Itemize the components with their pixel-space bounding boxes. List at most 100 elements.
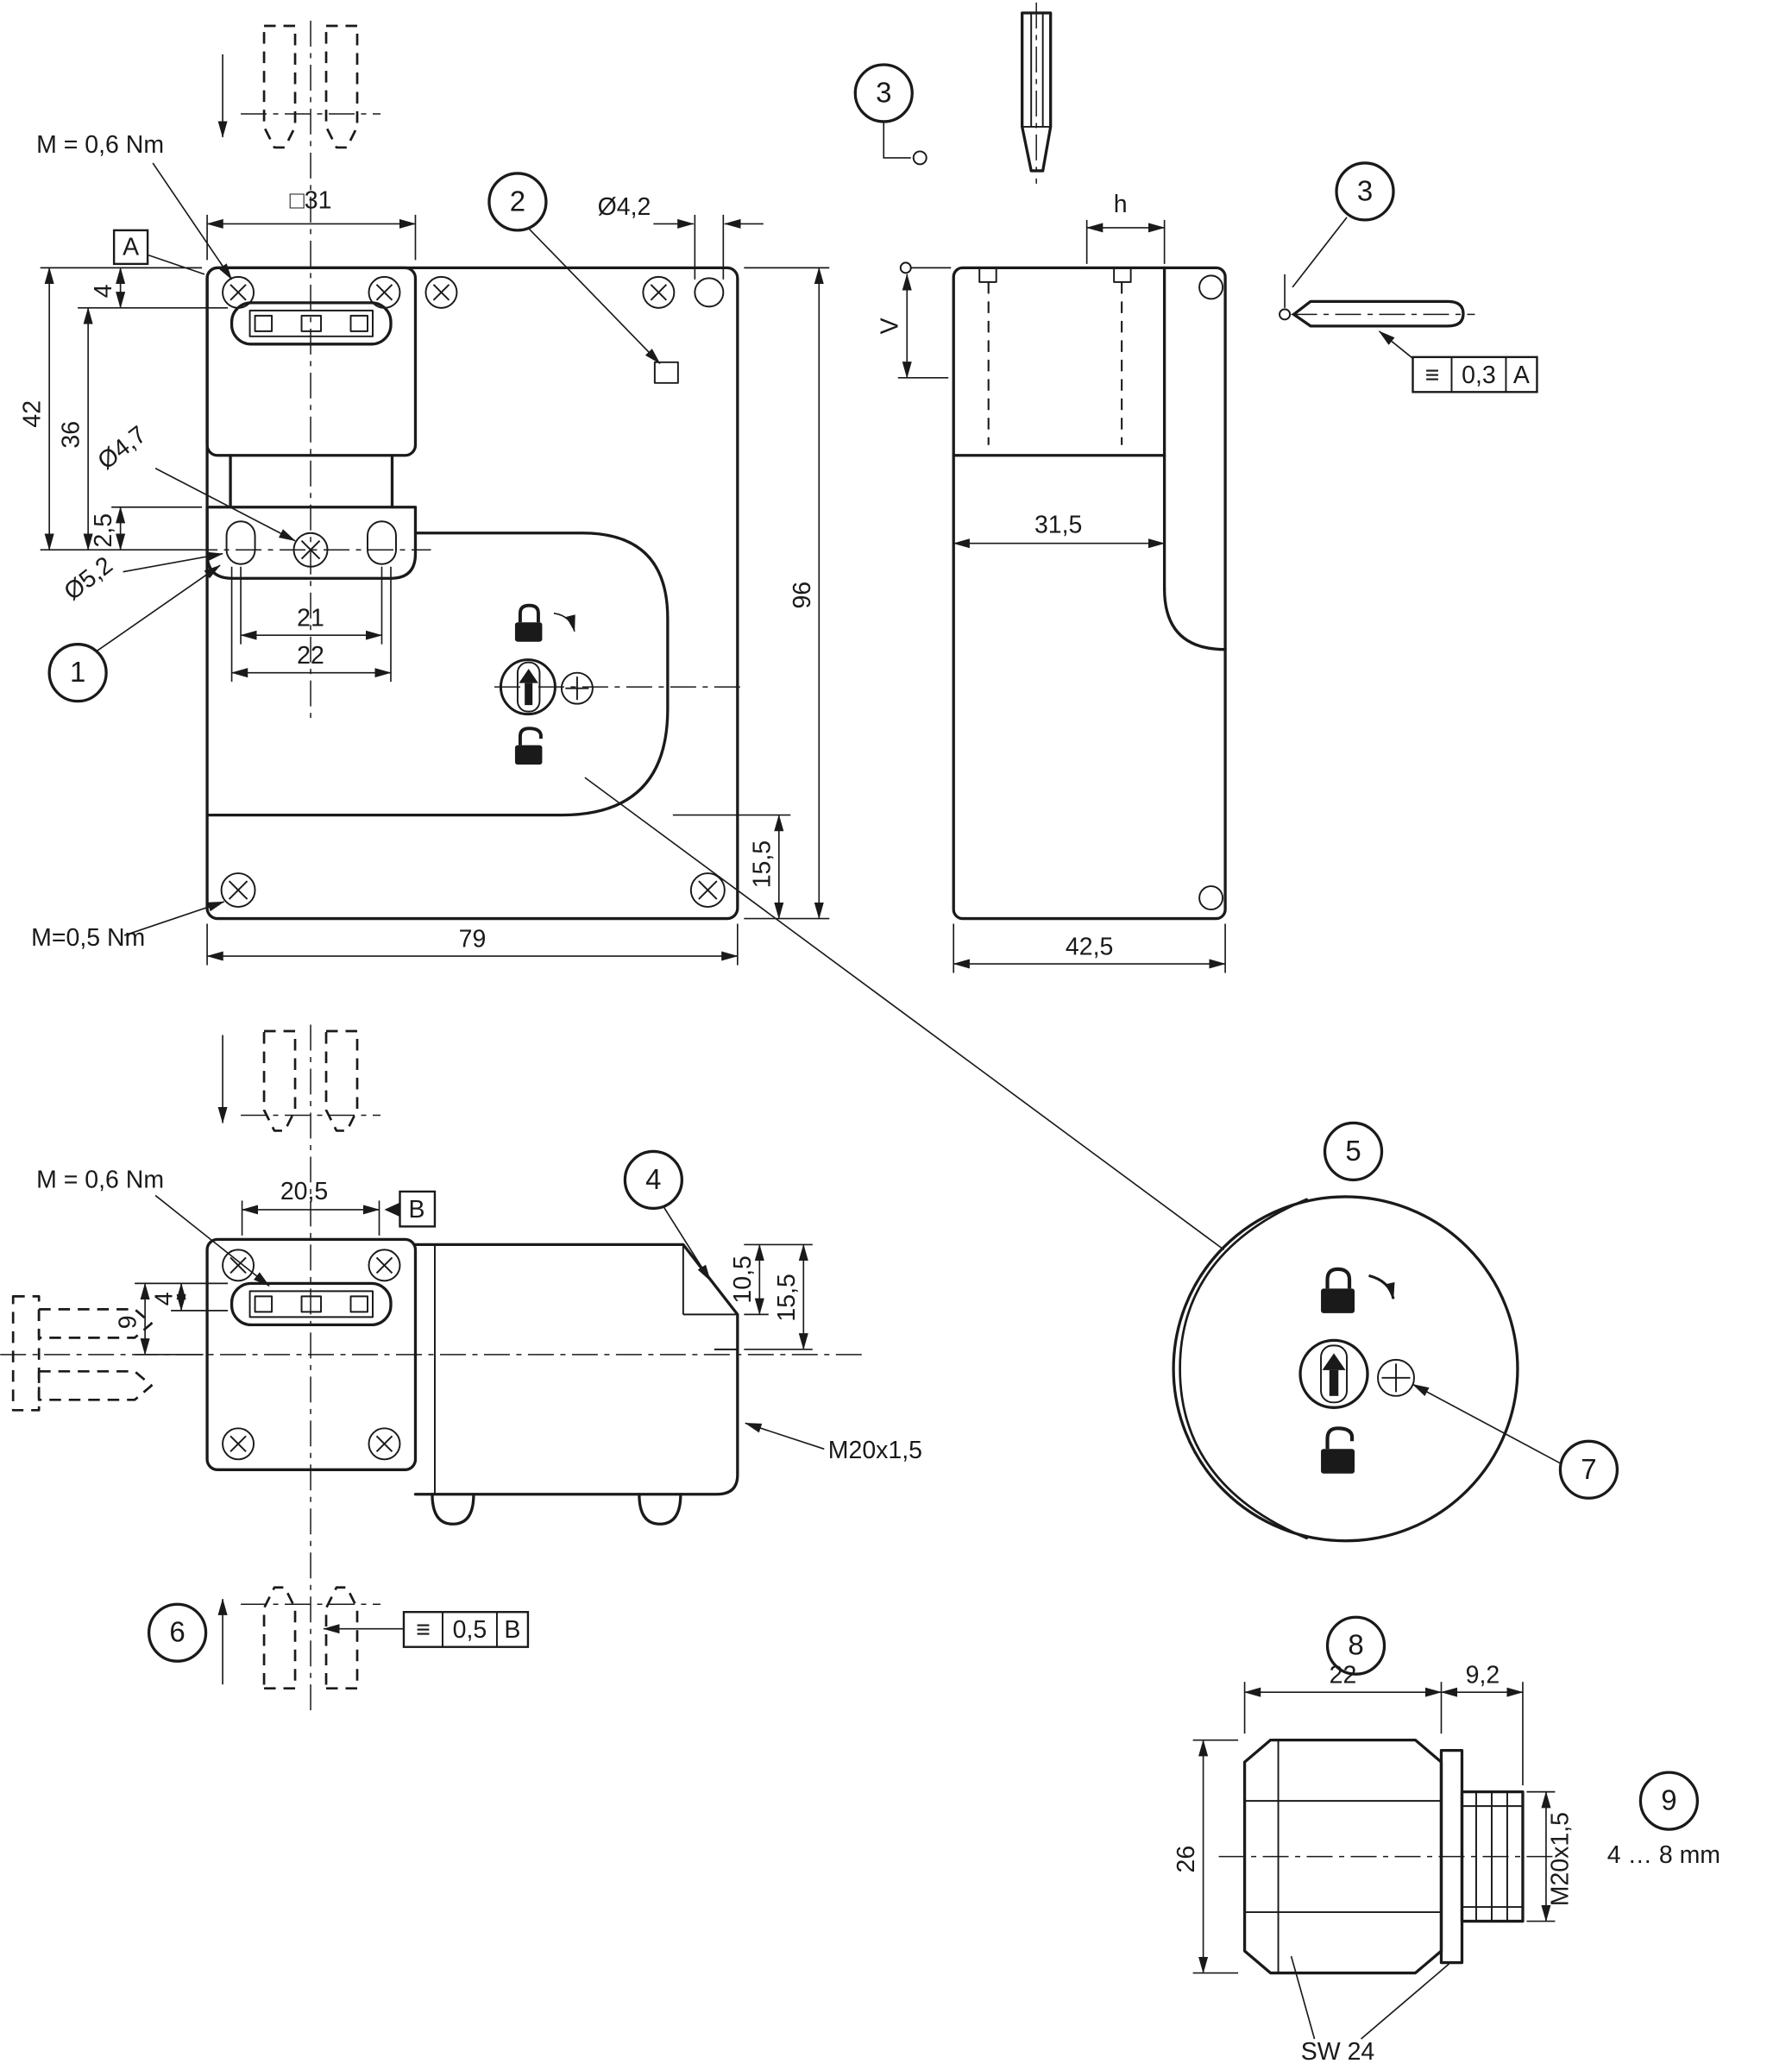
balloon-8 bbox=[1325, 1615, 1386, 1676]
balloon-1 bbox=[47, 643, 108, 703]
body-screw-icon bbox=[424, 275, 458, 309]
side-view: V h 31,5 42,5 bbox=[877, 191, 1227, 973]
closed-padlock-icon bbox=[518, 603, 540, 623]
torque-label-top: M = 0,6 Nm bbox=[36, 131, 164, 159]
torque-label-bottom-view: M = 0,6 Nm bbox=[36, 1166, 164, 1193]
balloon-2-label: 2 bbox=[510, 185, 525, 217]
datum-b-label: B bbox=[408, 1196, 424, 1224]
actuator-prong-right bbox=[324, 24, 359, 149]
actuator-slot bbox=[230, 301, 393, 346]
detail-leader-line bbox=[584, 777, 1225, 1251]
balloon-4 bbox=[623, 1149, 684, 1211]
actuator-slot-bottom bbox=[230, 1281, 393, 1327]
dim-20-5: 20,5 bbox=[280, 1178, 328, 1205]
tolerance-datum: A bbox=[1513, 362, 1530, 389]
balloon-3-label: 3 bbox=[1357, 174, 1373, 206]
cable-range-label: 4 … 8 mm bbox=[1607, 1841, 1720, 1869]
dim-10-5: 10,5 bbox=[729, 1255, 757, 1303]
rotate-arrow-icon bbox=[1368, 1274, 1395, 1300]
mounting-hole bbox=[694, 277, 725, 308]
open-padlock-icon bbox=[1325, 1426, 1355, 1450]
actuator-from-side-dashed bbox=[11, 1295, 153, 1412]
balloon-2 bbox=[487, 172, 548, 232]
label-plate bbox=[653, 361, 679, 384]
balloon-9 bbox=[1638, 1771, 1700, 1831]
balloon-4-label: 4 bbox=[645, 1163, 661, 1195]
actuator-detail-side: 3 bbox=[853, 2, 1053, 184]
head-flange bbox=[205, 266, 418, 457]
actuator-prong-left bbox=[262, 24, 297, 149]
cable-entry-bump bbox=[638, 1493, 682, 1526]
actuator-top-front bbox=[217, 20, 380, 725]
side-screw-icon bbox=[1198, 885, 1224, 911]
insertion-arrow-icon bbox=[519, 669, 538, 683]
dim-21: 21 bbox=[297, 605, 324, 632]
lock-screw-icon bbox=[560, 671, 594, 705]
balloon-1-label: 1 bbox=[70, 656, 85, 688]
dim-9-2: 9,2 bbox=[1466, 1662, 1500, 1689]
dim-79: 79 bbox=[459, 926, 487, 953]
dim-15-5b: 15,5 bbox=[773, 1274, 801, 1321]
dim-22: 22 bbox=[297, 642, 324, 670]
closed-padlock-icon bbox=[1325, 1267, 1352, 1289]
dim-d47: Ø4,7 bbox=[92, 421, 151, 475]
dim-15-5: 15,5 bbox=[748, 840, 776, 888]
insertion-arrow-icon bbox=[1322, 1353, 1346, 1370]
balloon-5 bbox=[1323, 1121, 1384, 1182]
lock-mechanism bbox=[499, 603, 594, 765]
dim-26: 26 bbox=[1173, 1846, 1200, 1873]
body-screw-icon bbox=[642, 275, 676, 309]
lug-slot-right bbox=[367, 520, 397, 565]
dim-31-5: 31,5 bbox=[1034, 512, 1082, 539]
dim-2-5: 2,5 bbox=[90, 513, 117, 548]
balloon-7 bbox=[1558, 1439, 1619, 1500]
dim-square31: □31 bbox=[290, 186, 332, 214]
front-view bbox=[192, 266, 1225, 1251]
tolerance-symbol: ≡ bbox=[416, 1616, 431, 1644]
dim-4: 4 bbox=[90, 284, 117, 298]
switch-body-outline bbox=[205, 266, 739, 921]
torque-label-bottom: M=0,5 Nm bbox=[31, 924, 145, 952]
dim-h: h bbox=[1114, 191, 1128, 218]
dim-36: 36 bbox=[58, 421, 85, 449]
side-body-outline bbox=[952, 266, 1227, 921]
balloon-9-label: 9 bbox=[1661, 1784, 1676, 1816]
balloon-3 bbox=[1335, 161, 1395, 222]
tolerance-value: 0,5 bbox=[453, 1616, 487, 1644]
lug-slot-left bbox=[225, 520, 256, 565]
balloon-8-label: 8 bbox=[1348, 1629, 1363, 1661]
balloon-5-label: 5 bbox=[1345, 1135, 1361, 1167]
head-module-boundary bbox=[205, 532, 670, 817]
cable-gland-detail: 8 22 9,2 26 M20x1,5 SW 24 9 4 … 8 mm bbox=[1173, 1615, 1720, 2066]
dim-v: V bbox=[877, 318, 904, 334]
balloon-3-label: 3 bbox=[876, 76, 891, 108]
key-cylinder bbox=[1298, 1338, 1369, 1409]
datum-a-frame bbox=[112, 229, 149, 266]
detail-circle bbox=[1172, 1195, 1519, 1543]
key-cylinder bbox=[499, 658, 556, 716]
tolerance-frame-bottom: ≡ 0,5 B bbox=[323, 1611, 530, 1648]
lock-screw-icon bbox=[1377, 1358, 1415, 1397]
balloon-6-label: 6 bbox=[169, 1616, 185, 1648]
tolerance-datum: B bbox=[504, 1616, 520, 1644]
dim-d52: Ø5,2 bbox=[59, 551, 117, 606]
body-screw-icon bbox=[220, 872, 256, 909]
tolerance-value: 0,3 bbox=[1462, 362, 1496, 389]
bottom-view: 20,5 B M = 0,6 Nm 9 4 10,5 15,5 M20x1,5 … bbox=[0, 1024, 922, 1711]
balloon-7-label: 7 bbox=[1581, 1453, 1596, 1485]
balloon-6 bbox=[147, 1602, 208, 1663]
dim-42: 42 bbox=[19, 400, 47, 428]
lock-detail-view: 5 7 bbox=[1172, 1121, 1619, 1543]
side-screw-icon bbox=[1198, 274, 1224, 300]
wrench-size-label: SW 24 bbox=[1301, 2038, 1374, 2066]
dim-22-gland: 22 bbox=[1330, 1662, 1357, 1689]
body-screw-icon bbox=[689, 872, 726, 909]
datum-b-frame bbox=[399, 1190, 437, 1228]
thread-label: M20x1,5 bbox=[828, 1437, 922, 1464]
datum-a-label: A bbox=[123, 233, 139, 261]
rotate-arrow-icon bbox=[553, 612, 575, 632]
dim-42-5: 42,5 bbox=[1066, 934, 1113, 961]
tolerance-frame-side: ≡ 0,3 A bbox=[1378, 330, 1538, 393]
